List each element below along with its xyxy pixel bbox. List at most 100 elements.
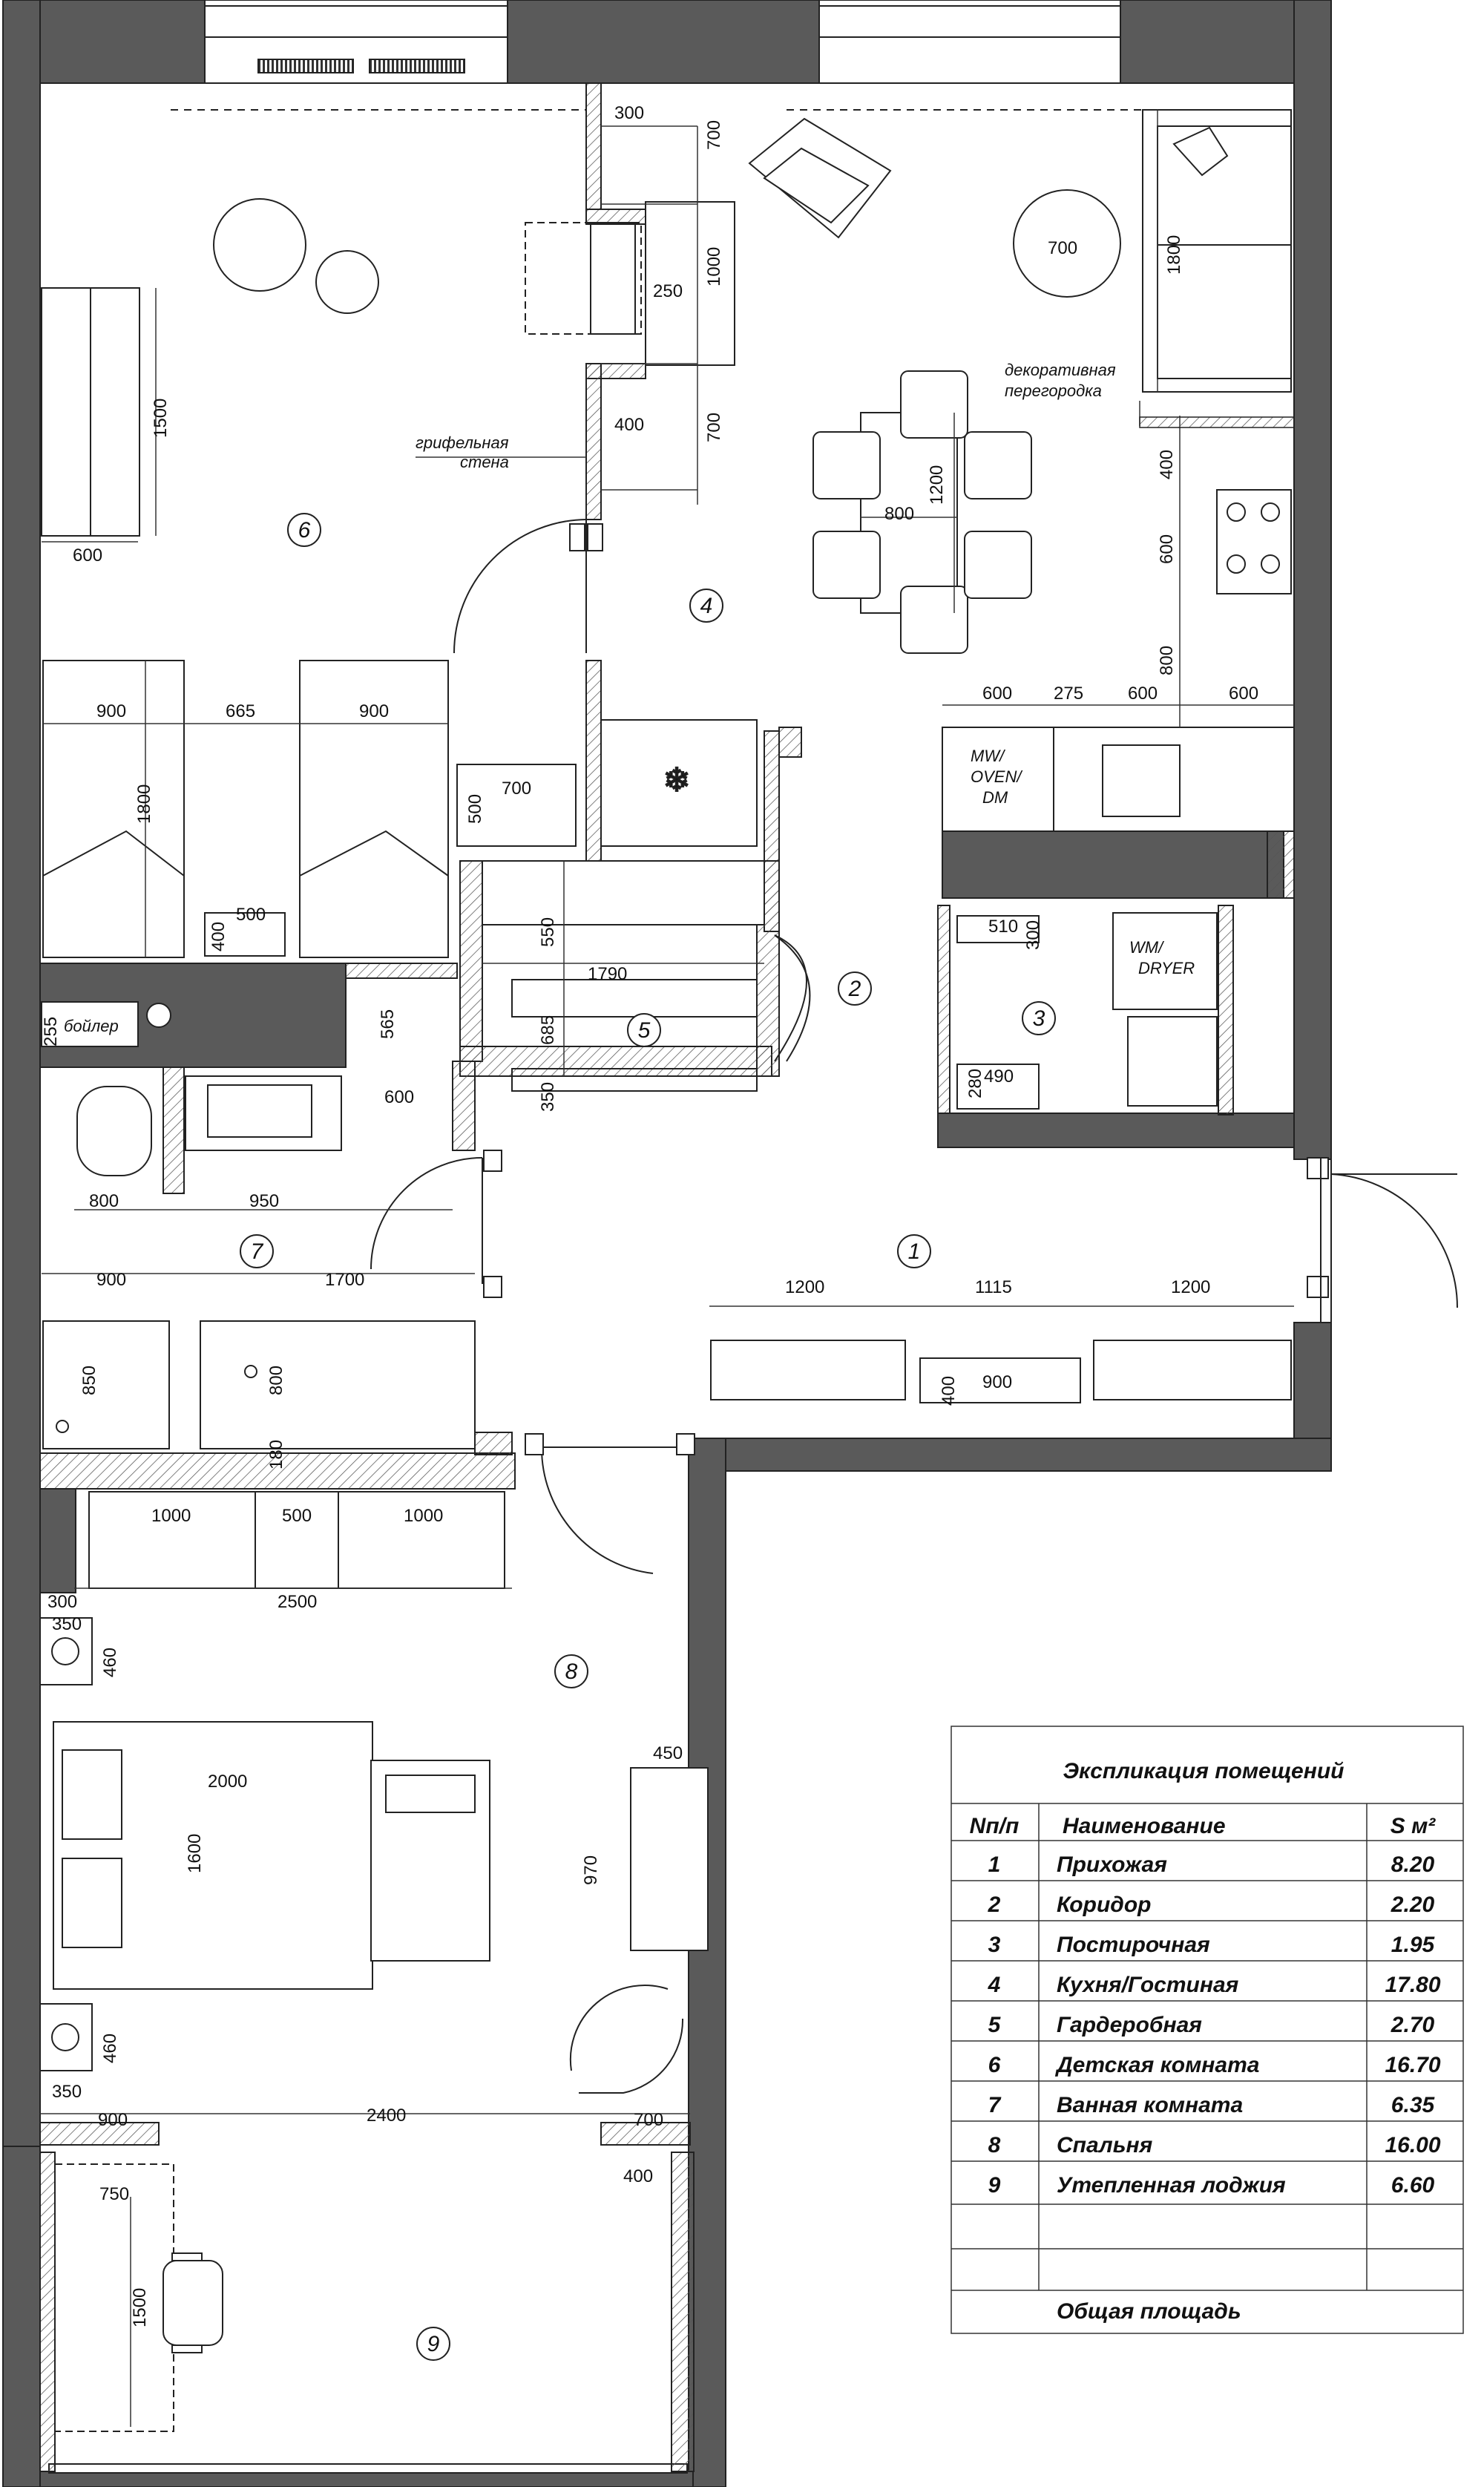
row-6-n: 6 bbox=[988, 2053, 1001, 2077]
dim-490: 490 bbox=[984, 1066, 1014, 1087]
row-2-n: 2 bbox=[988, 1893, 1001, 1917]
dim-685: 685 bbox=[538, 1015, 558, 1045]
dim-1200-table: 1200 bbox=[927, 465, 947, 505]
dim-w-1000-a: 1000 bbox=[151, 1506, 191, 1526]
doors bbox=[370, 519, 1459, 1574]
row-7-n: 7 bbox=[988, 2093, 1002, 2117]
dim-400-a: 400 bbox=[614, 415, 644, 435]
room-marker-labels: 1 2 3 4 5 6 7 8 9 bbox=[251, 518, 1045, 2356]
dim-600-k: 600 bbox=[1157, 534, 1177, 564]
dim-h-1200-a: 1200 bbox=[785, 1277, 824, 1297]
row-7-name: Ванная комната bbox=[1057, 2093, 1243, 2117]
row-5-n: 5 bbox=[988, 2013, 1002, 2037]
total-label: Общая площадь bbox=[1057, 2299, 1241, 2324]
header-name: Наименование bbox=[1063, 1814, 1226, 1838]
dim-900-bath: 900 bbox=[96, 1270, 126, 1290]
dim-1000: 1000 bbox=[704, 247, 724, 286]
row-7-s: 6.35 bbox=[1391, 2093, 1436, 2117]
row-1-s: 8.20 bbox=[1391, 1852, 1435, 1877]
dim-850: 850 bbox=[79, 1366, 99, 1395]
dim-600-desk: 600 bbox=[73, 545, 102, 566]
row-5-name: Гардеробная bbox=[1057, 2013, 1202, 2037]
dim-w-1000-b: 1000 bbox=[404, 1506, 443, 1526]
dim-k-600-c: 600 bbox=[1229, 684, 1258, 704]
mw-label-3: DM bbox=[982, 788, 1008, 807]
dim-350: 350 bbox=[538, 1082, 558, 1112]
dim-b-2000: 2000 bbox=[208, 1772, 247, 1792]
dim-b-1600: 1600 bbox=[185, 1834, 205, 1873]
dim-l-400: 400 bbox=[623, 2166, 653, 2186]
row-1-n: 1 bbox=[988, 1852, 1001, 1877]
decor-partition-label-2: перегородка bbox=[1005, 381, 1102, 400]
room-4-marker: 4 bbox=[700, 594, 713, 618]
dim-700-shelf: 700 bbox=[502, 779, 531, 799]
dim-w-2400: 2400 bbox=[367, 2106, 406, 2126]
dim-600-b: 600 bbox=[384, 1087, 414, 1107]
row-9-name: Утепленная лоджия bbox=[1057, 2173, 1286, 2198]
dim-700-rug: 700 bbox=[1048, 238, 1077, 258]
dim-1790: 1790 bbox=[588, 964, 627, 984]
row-6-name: Детская комната bbox=[1054, 2053, 1259, 2077]
dim-s-350-a: 350 bbox=[52, 1614, 82, 1634]
dim-w-500: 500 bbox=[282, 1506, 312, 1526]
row-3-s: 1.95 bbox=[1391, 1933, 1436, 1957]
room-6-marker: 6 bbox=[298, 518, 311, 543]
row-4-s: 17.80 bbox=[1385, 1973, 1440, 1997]
dim-h-1200-b: 1200 bbox=[1171, 1277, 1210, 1297]
row-4-name: Кухня/Гостиная bbox=[1057, 1973, 1239, 1997]
dim-w-300: 300 bbox=[47, 1592, 77, 1612]
slate-wall-label-2: стена bbox=[460, 453, 509, 471]
dim-1500-desk: 1500 bbox=[151, 399, 171, 438]
row-8-n: 8 bbox=[988, 2133, 1001, 2157]
mw-label-1: MW/ bbox=[971, 747, 1005, 765]
room-1-marker: 1 bbox=[908, 1239, 921, 1264]
dim-w-900: 900 bbox=[98, 2110, 128, 2130]
dim-w-700: 700 bbox=[634, 2110, 663, 2130]
room-markers bbox=[240, 513, 1056, 2361]
dim-1700: 1700 bbox=[325, 1270, 364, 1290]
row-8-name: Спальня bbox=[1057, 2133, 1153, 2157]
dim-800-k: 800 bbox=[1157, 646, 1177, 675]
dim-l-750: 750 bbox=[99, 2184, 129, 2204]
dim-800-bath: 800 bbox=[266, 1366, 286, 1395]
row-9-n: 9 bbox=[988, 2173, 1001, 2198]
row-3-name: Постирочная bbox=[1057, 1933, 1210, 1957]
row-3-n: 3 bbox=[988, 1933, 1001, 1957]
dim-250: 250 bbox=[653, 281, 683, 301]
boiler-label: бойлер bbox=[64, 1017, 119, 1035]
row-9-s: 6.60 bbox=[1391, 2173, 1435, 2198]
row-4-n: 4 bbox=[988, 1973, 1001, 1997]
dim-s-460-a: 460 bbox=[100, 1648, 120, 1677]
dim-565: 565 bbox=[378, 1009, 398, 1039]
dim-900-bed2: 900 bbox=[359, 701, 389, 721]
slate-wall-label-1: грифельная bbox=[416, 433, 509, 452]
dim-s-350-b: 350 bbox=[52, 2082, 82, 2102]
dim-300-top: 300 bbox=[614, 103, 644, 123]
row-8-s: 16.00 bbox=[1385, 2133, 1440, 2157]
explication-title: Экспликация помещений bbox=[1063, 1759, 1344, 1783]
svg-text:❄: ❄ bbox=[663, 762, 691, 799]
row-2-s: 2.20 bbox=[1391, 1893, 1435, 1917]
dim-950: 950 bbox=[249, 1191, 279, 1211]
dim-700-b: 700 bbox=[704, 413, 724, 442]
row-5-s: 2.70 bbox=[1391, 2013, 1435, 2037]
dim-k-275: 275 bbox=[1054, 684, 1083, 704]
dim-900-bed1: 900 bbox=[96, 701, 126, 721]
dimension-lines bbox=[40, 110, 1294, 2427]
room-8-marker: 8 bbox=[565, 1659, 578, 1684]
dim-255: 255 bbox=[41, 1017, 61, 1046]
dim-300-l: 300 bbox=[1023, 920, 1043, 950]
dim-665: 665 bbox=[226, 701, 255, 721]
dim-w-2500: 2500 bbox=[278, 1592, 317, 1612]
row-2-name: Коридор bbox=[1057, 1893, 1151, 1917]
room-7-marker: 7 bbox=[251, 1239, 264, 1264]
dim-k-600-a: 600 bbox=[982, 684, 1012, 704]
row-1-name: Прихожая bbox=[1057, 1852, 1167, 1877]
header-area: S м² bbox=[1391, 1814, 1437, 1838]
annotations: грифельная стена декоративная перегородк… bbox=[64, 361, 1295, 1035]
dim-1800-bed: 1800 bbox=[134, 784, 154, 824]
wm-label-1: WM/ bbox=[1129, 938, 1164, 957]
room-9-marker: 9 bbox=[427, 2332, 440, 2356]
dim-1800-sofa: 1800 bbox=[1164, 235, 1184, 275]
